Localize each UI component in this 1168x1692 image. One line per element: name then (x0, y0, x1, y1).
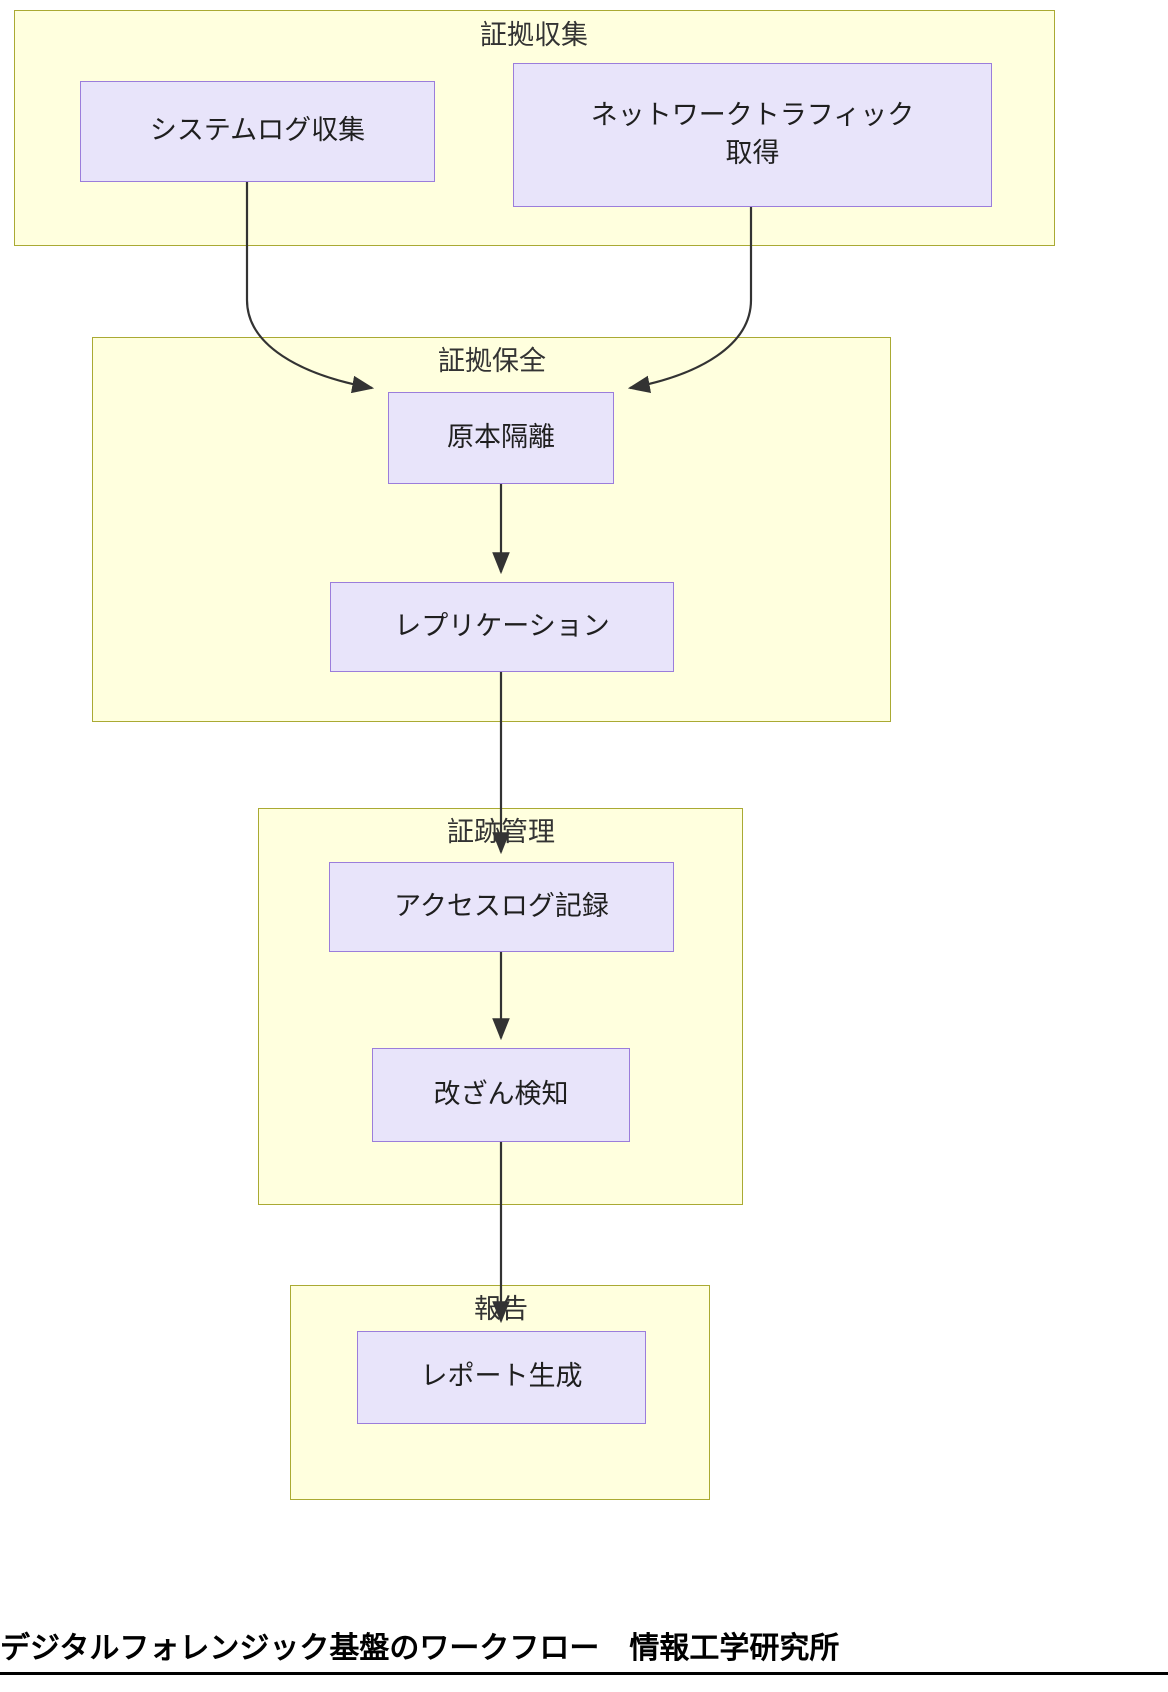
cluster-label-evidence-preservation: 証拠保全 (438, 346, 546, 377)
cluster-label-audit-trail: 証跡管理 (447, 817, 555, 848)
node-system-log-collection[interactable]: システムログ収集 (80, 81, 435, 182)
node-replication[interactable]: レプリケーション (330, 582, 674, 672)
node-access-log-record[interactable]: アクセスログ記録 (329, 862, 674, 952)
cluster-label-evidence-collection: 証拠収集 (480, 20, 588, 51)
node-label: ネットワークトラフィック 取得 (590, 99, 915, 169)
node-label: レポート生成 (420, 1361, 583, 1393)
node-network-traffic-capture[interactable]: ネットワークトラフィック 取得 (513, 63, 992, 207)
node-label: アクセスログ記録 (394, 890, 609, 922)
node-tamper-detection[interactable]: 改ざん検知 (372, 1048, 630, 1142)
node-label: システムログ収集 (149, 115, 366, 147)
diagram-caption: デジタルフォレンジック基盤のワークフロー 情報工学研究所 (0, 1630, 1168, 1675)
cluster-label-reporting: 報告 (474, 1294, 528, 1325)
node-original-isolation[interactable]: 原本隔離 (388, 392, 614, 484)
node-label: レプリケーション (394, 610, 610, 642)
node-label: 改ざん検知 (433, 1078, 569, 1110)
node-report-generation[interactable]: レポート生成 (357, 1331, 646, 1424)
node-label: 原本隔離 (447, 421, 555, 453)
